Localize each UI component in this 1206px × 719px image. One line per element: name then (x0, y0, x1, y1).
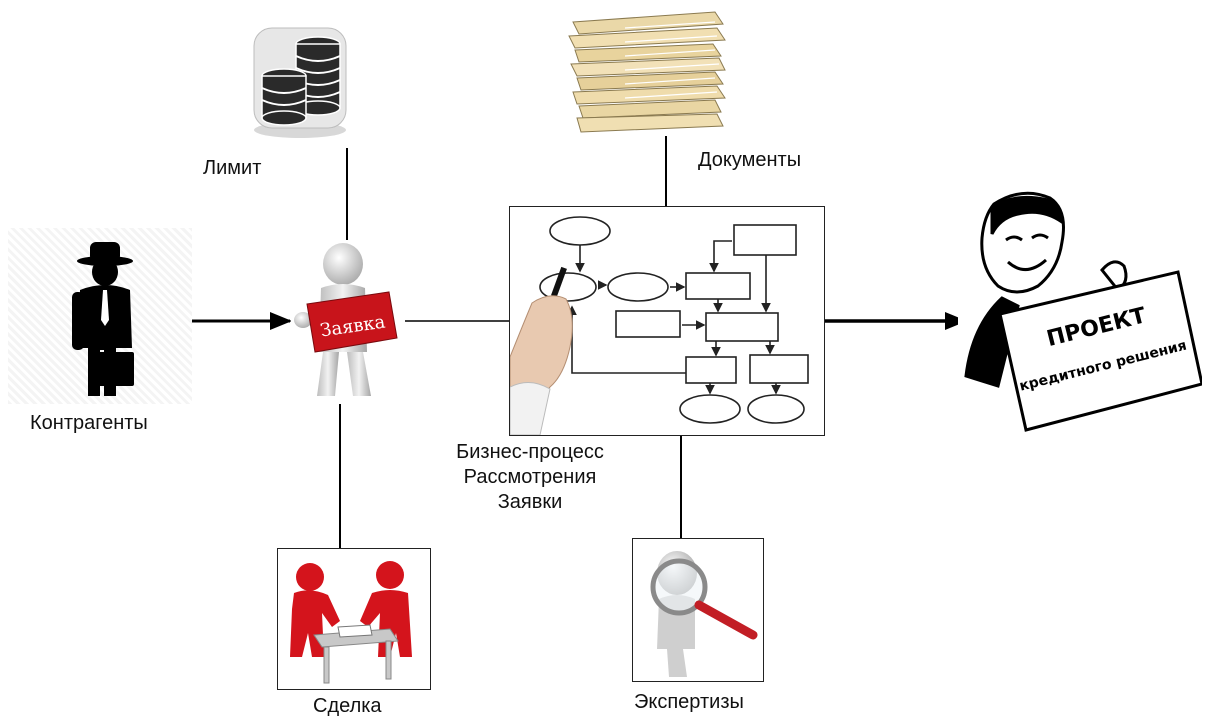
expertise-label: Экспертизы (634, 691, 744, 713)
process-label: Бизнес-процесс Рассмотрения Заявки (430, 440, 630, 515)
documents-label: Документы (698, 149, 802, 171)
businessman-icon (8, 228, 192, 404)
counterparties-label: Контрагенты (30, 412, 148, 434)
coins-stack-icon (250, 22, 350, 140)
process-label-line-1: Бизнес-процесс (456, 441, 604, 463)
limit-label: Лимит (203, 157, 262, 179)
process-label-line-3: Заявки (497, 491, 563, 513)
process-label-line-2: Рассмотрения (463, 466, 597, 488)
person-holding-application-icon: Заявка (291, 240, 405, 404)
people-at-table-icon (277, 548, 431, 690)
man-holding-sign-icon: ПРОЕКТ кредитного решения (958, 186, 1204, 436)
deal-label: Сделка (313, 695, 382, 717)
magnifier-person-icon (632, 538, 764, 682)
flowchart-drawing-icon (509, 206, 825, 437)
document-folders-icon (565, 8, 730, 136)
